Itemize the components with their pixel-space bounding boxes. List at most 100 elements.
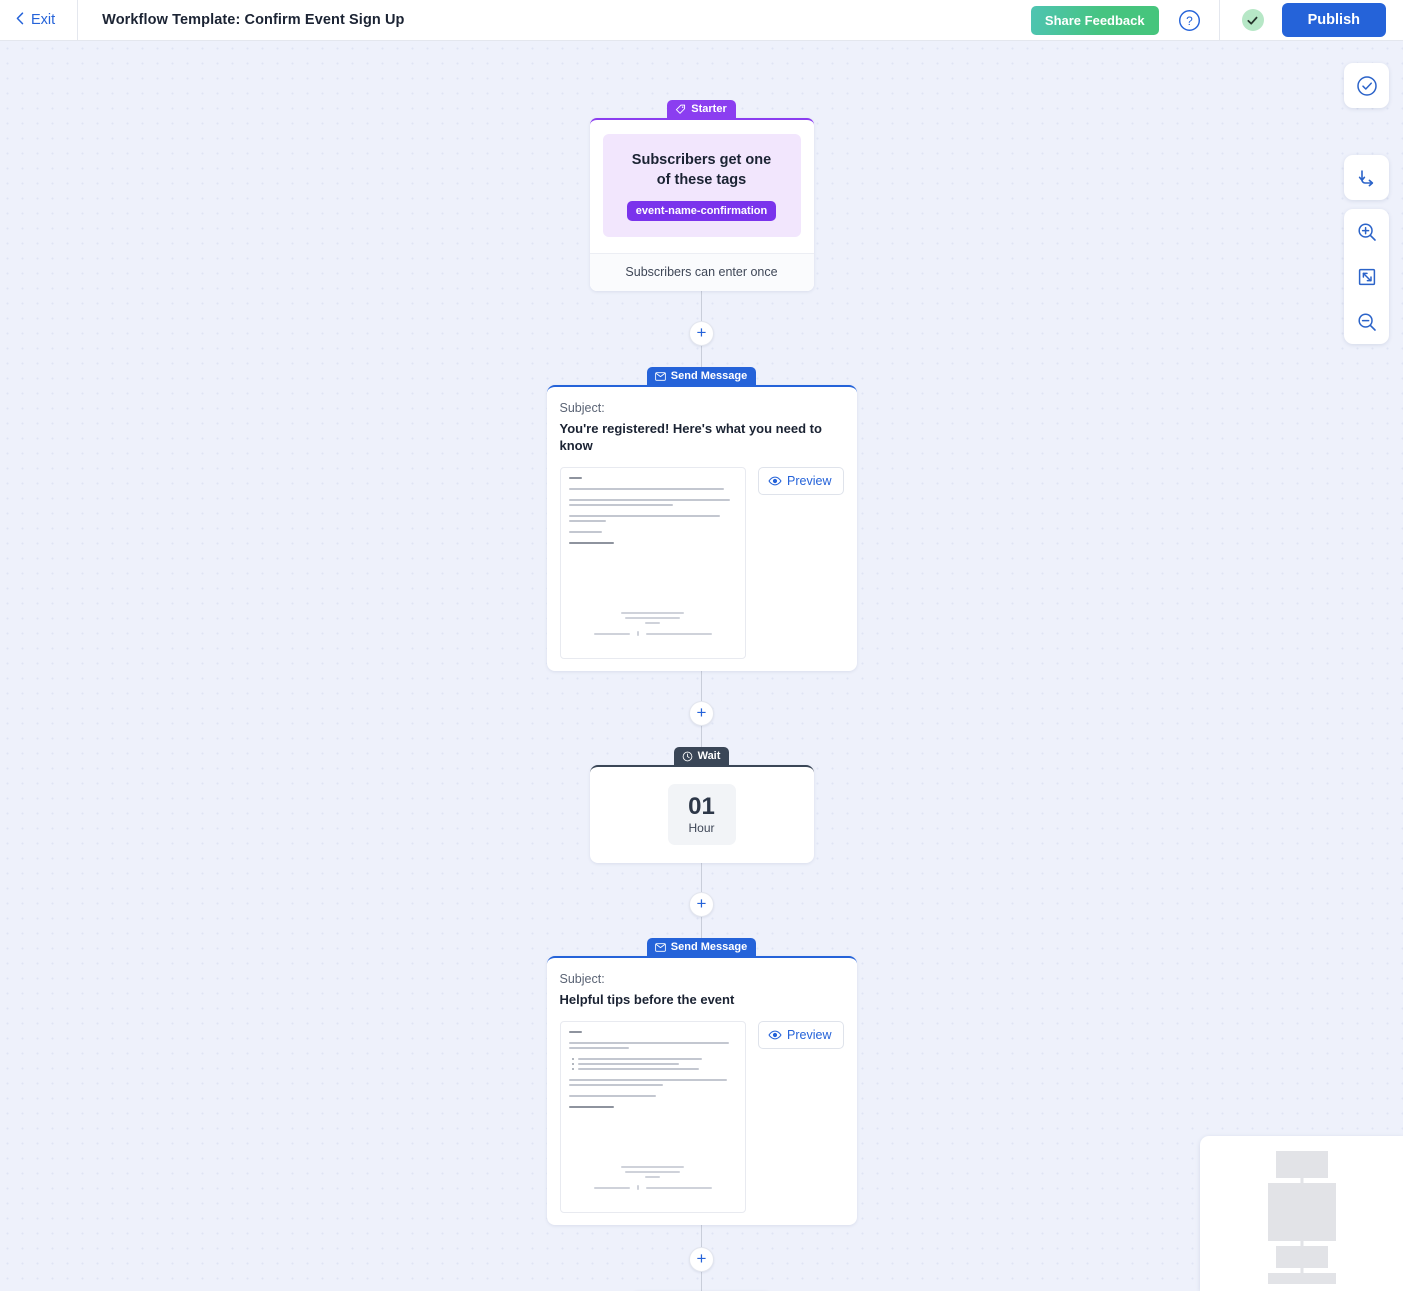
add-step-button[interactable]: + — [689, 892, 714, 917]
wait-duration-box[interactable]: 01 Hour — [667, 784, 736, 845]
wait-card[interactable]: 01 Hour — [589, 765, 814, 863]
topbar-right-divider — [1218, 0, 1220, 41]
email-thumbnail[interactable] — [559, 467, 747, 659]
send-message-preview-row: Preview — [559, 467, 844, 659]
connector-line — [701, 863, 702, 892]
minimap-link — [1300, 1268, 1303, 1273]
topbar-actions: Share Feedback ? Publish — [1030, 0, 1403, 41]
top-bar: Exit Workflow Template: Confirm Event Si… — [0, 0, 1403, 41]
minimap-node — [1275, 1151, 1328, 1178]
toolbar-branch-group — [1344, 155, 1389, 200]
add-step-button[interactable]: + — [689, 701, 714, 726]
connector-line — [701, 917, 702, 938]
email-thumbnail[interactable] — [559, 1021, 747, 1213]
send-message-node-2[interactable]: Send Message Subject: Helpful tips befor… — [546, 938, 857, 1225]
zoom-out-button[interactable] — [1344, 299, 1389, 344]
connector-line — [701, 726, 702, 747]
wait-unit: Hour — [688, 821, 715, 835]
svg-text:?: ? — [1186, 13, 1193, 27]
minimap[interactable] — [1200, 1136, 1403, 1291]
send-message-preview-row: Preview — [559, 1021, 844, 1213]
wait-value: 01 — [688, 793, 715, 820]
send-message-badge: Send Message — [646, 367, 757, 386]
plus-icon: + — [696, 894, 707, 913]
minimap-viewport — [1207, 1143, 1396, 1284]
toolbar-zoom-group — [1344, 209, 1389, 344]
envelope-icon — [654, 942, 666, 952]
send-message-badge-label: Send Message — [670, 370, 748, 382]
plus-icon: + — [696, 703, 707, 722]
subject-label: Subject: — [559, 401, 605, 415]
check-icon — [1247, 16, 1258, 25]
add-step-button[interactable]: + — [689, 321, 714, 346]
wait-badge: Wait — [673, 747, 730, 766]
wait-node[interactable]: Wait 01 Hour — [589, 747, 814, 863]
email-thumbnail-links — [593, 631, 712, 636]
zoom-out-icon — [1357, 312, 1376, 331]
branch-button[interactable] — [1344, 155, 1389, 200]
minimap-node — [1275, 1246, 1328, 1268]
connector-line — [701, 1272, 702, 1291]
starter-condition-panel: Subscribers get one of these tags event-… — [602, 134, 801, 237]
zoom-in-icon — [1357, 222, 1376, 241]
starter-title: Subscribers get one of these tags — [613, 150, 791, 190]
eye-icon — [768, 476, 782, 486]
preview-button-1[interactable]: Preview — [758, 467, 844, 495]
wait-body: 01 Hour — [590, 767, 814, 863]
minimap-node — [1267, 1183, 1336, 1241]
add-step-button[interactable]: + — [689, 1247, 714, 1272]
preview-label: Preview — [787, 474, 832, 488]
starter-footer-text: Subscribers can enter once — [589, 253, 814, 291]
validate-button[interactable] — [1344, 63, 1389, 108]
minimap-link — [1300, 1241, 1303, 1246]
workflow-canvas[interactable]: Starter Subscribers get one of these tag… — [0, 41, 1403, 1291]
branch-arrow-icon — [1358, 169, 1373, 186]
subject-value: Helpful tips before the event — [559, 992, 735, 1007]
starter-badge-label: Starter — [691, 103, 727, 115]
plus-icon: + — [696, 1249, 707, 1268]
send-message-card-2[interactable]: Subject: Helpful tips before the event — [546, 956, 857, 1225]
subject-value: You're registered! Here's what you need … — [559, 421, 822, 453]
email-thumbnail-footer — [561, 1166, 746, 1190]
eye-icon — [768, 1030, 782, 1040]
share-feedback-button[interactable]: Share Feedback — [1030, 5, 1159, 35]
clock-icon — [682, 751, 692, 761]
fit-screen-icon — [1358, 268, 1375, 285]
topbar-divider — [77, 0, 79, 41]
fit-screen-button[interactable] — [1344, 254, 1389, 299]
envelope-icon — [654, 371, 666, 381]
status-badge — [1241, 9, 1264, 31]
send-message-card-1[interactable]: Subject: You're registered! Here's what … — [546, 385, 857, 671]
starter-node[interactable]: Starter Subscribers get one of these tag… — [589, 100, 814, 291]
exit-button[interactable]: Exit — [0, 0, 77, 40]
send-message-body: Subject: You're registered! Here's what … — [547, 387, 857, 671]
chevron-left-icon — [16, 11, 24, 28]
starter-badge: Starter — [667, 100, 736, 119]
help-button[interactable]: ? — [1173, 3, 1207, 37]
zoom-in-button[interactable] — [1344, 209, 1389, 254]
email-thumbnail-links — [593, 1185, 712, 1190]
exit-label: Exit — [31, 12, 56, 28]
toolbar-validate-group — [1344, 63, 1389, 108]
send-message-node-1[interactable]: Send Message Subject: You're registered!… — [546, 367, 857, 671]
workflow-flow: Starter Subscribers get one of these tag… — [0, 41, 1403, 1291]
connector-line — [701, 1225, 702, 1247]
connector-line — [701, 671, 702, 701]
email-thumbnail-footer — [561, 612, 746, 636]
starter-card[interactable]: Subscribers get one of these tags event-… — [589, 118, 814, 291]
send-message-badge: Send Message — [646, 938, 757, 957]
minimap-node — [1267, 1273, 1336, 1284]
starter-tag-pill[interactable]: event-name-confirmation — [626, 201, 777, 221]
publish-button[interactable]: Publish — [1281, 3, 1386, 37]
preview-button-2[interactable]: Preview — [758, 1021, 844, 1049]
page-title: Workflow Template: Confirm Event Sign Up — [102, 12, 405, 28]
check-circle-icon — [1356, 75, 1377, 96]
preview-label: Preview — [787, 1028, 832, 1042]
starter-title-line1: Subscribers get one — [631, 152, 772, 168]
minimap-link — [1300, 1178, 1303, 1183]
subject-label: Subject: — [559, 972, 605, 986]
starter-title-line2: of these tags — [656, 172, 747, 188]
connector-line — [701, 291, 702, 321]
wait-badge-label: Wait — [697, 750, 721, 762]
send-message-body: Subject: Helpful tips before the event — [547, 958, 857, 1225]
